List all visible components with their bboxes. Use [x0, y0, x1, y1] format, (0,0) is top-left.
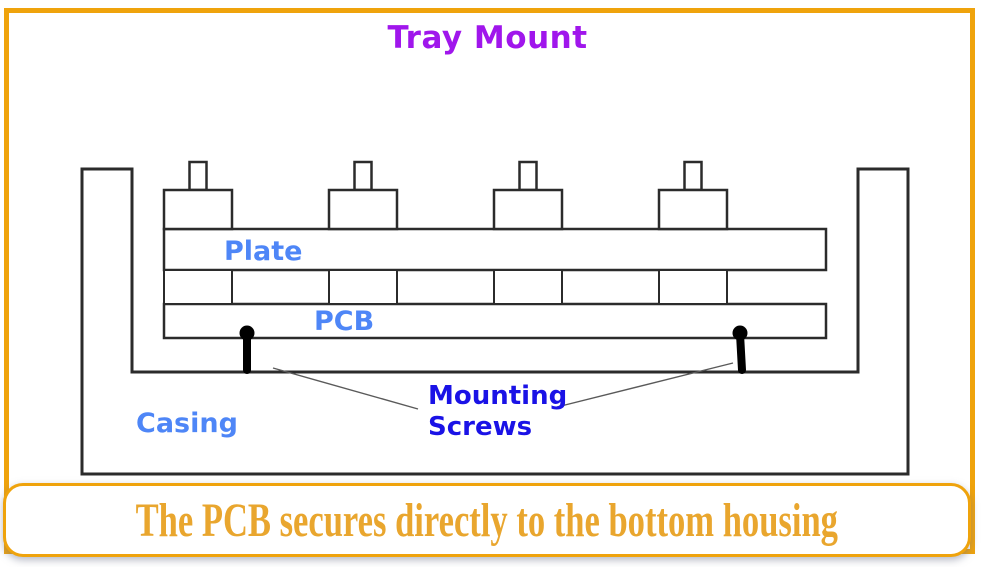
pcb-label: PCB: [314, 306, 375, 337]
mounting-screws-line2: Screws: [428, 412, 533, 442]
mounting-screws-label: Mounting Screws: [428, 381, 567, 443]
plate-label: Plate: [224, 236, 303, 267]
mounting-screw-right: [732, 325, 748, 374]
mounting-screws-line1: Mounting: [428, 381, 568, 411]
switch-3-body: [492, 188, 564, 231]
switch-1: [162, 160, 234, 305]
pcb-rect: [162, 302, 828, 340]
switch-4: [657, 160, 729, 305]
mounting-screw-left: [239, 325, 255, 374]
switch-4-stem: [683, 160, 703, 192]
switch-3: [492, 160, 564, 305]
leader-line-left: [272, 367, 419, 410]
switch-2-lower-housing: [328, 269, 398, 305]
screw-right-head: [732, 325, 748, 341]
switch-1-body: [162, 188, 234, 231]
switch-2-stem: [353, 160, 373, 192]
switch-3-stem: [518, 160, 538, 192]
switch-2-body: [327, 188, 399, 231]
switch-1-lower-housing: [163, 269, 233, 305]
screw-left-head: [239, 325, 255, 341]
switch-2: [327, 160, 399, 305]
switch-1-stem: [188, 160, 208, 192]
switch-4-body: [657, 188, 729, 231]
switch-4-lower-housing: [658, 269, 728, 305]
caption-box: The PCB secures directly to the bottom h…: [3, 483, 971, 557]
caption-text: The PCB secures directly to the bottom h…: [135, 493, 839, 547]
casing-outline: [80, 167, 910, 476]
casing-label: Casing: [136, 408, 238, 439]
leader-line-right: [556, 362, 734, 408]
switch-3-lower-housing: [493, 269, 563, 305]
diagram-title: Tray Mount: [387, 20, 588, 56]
